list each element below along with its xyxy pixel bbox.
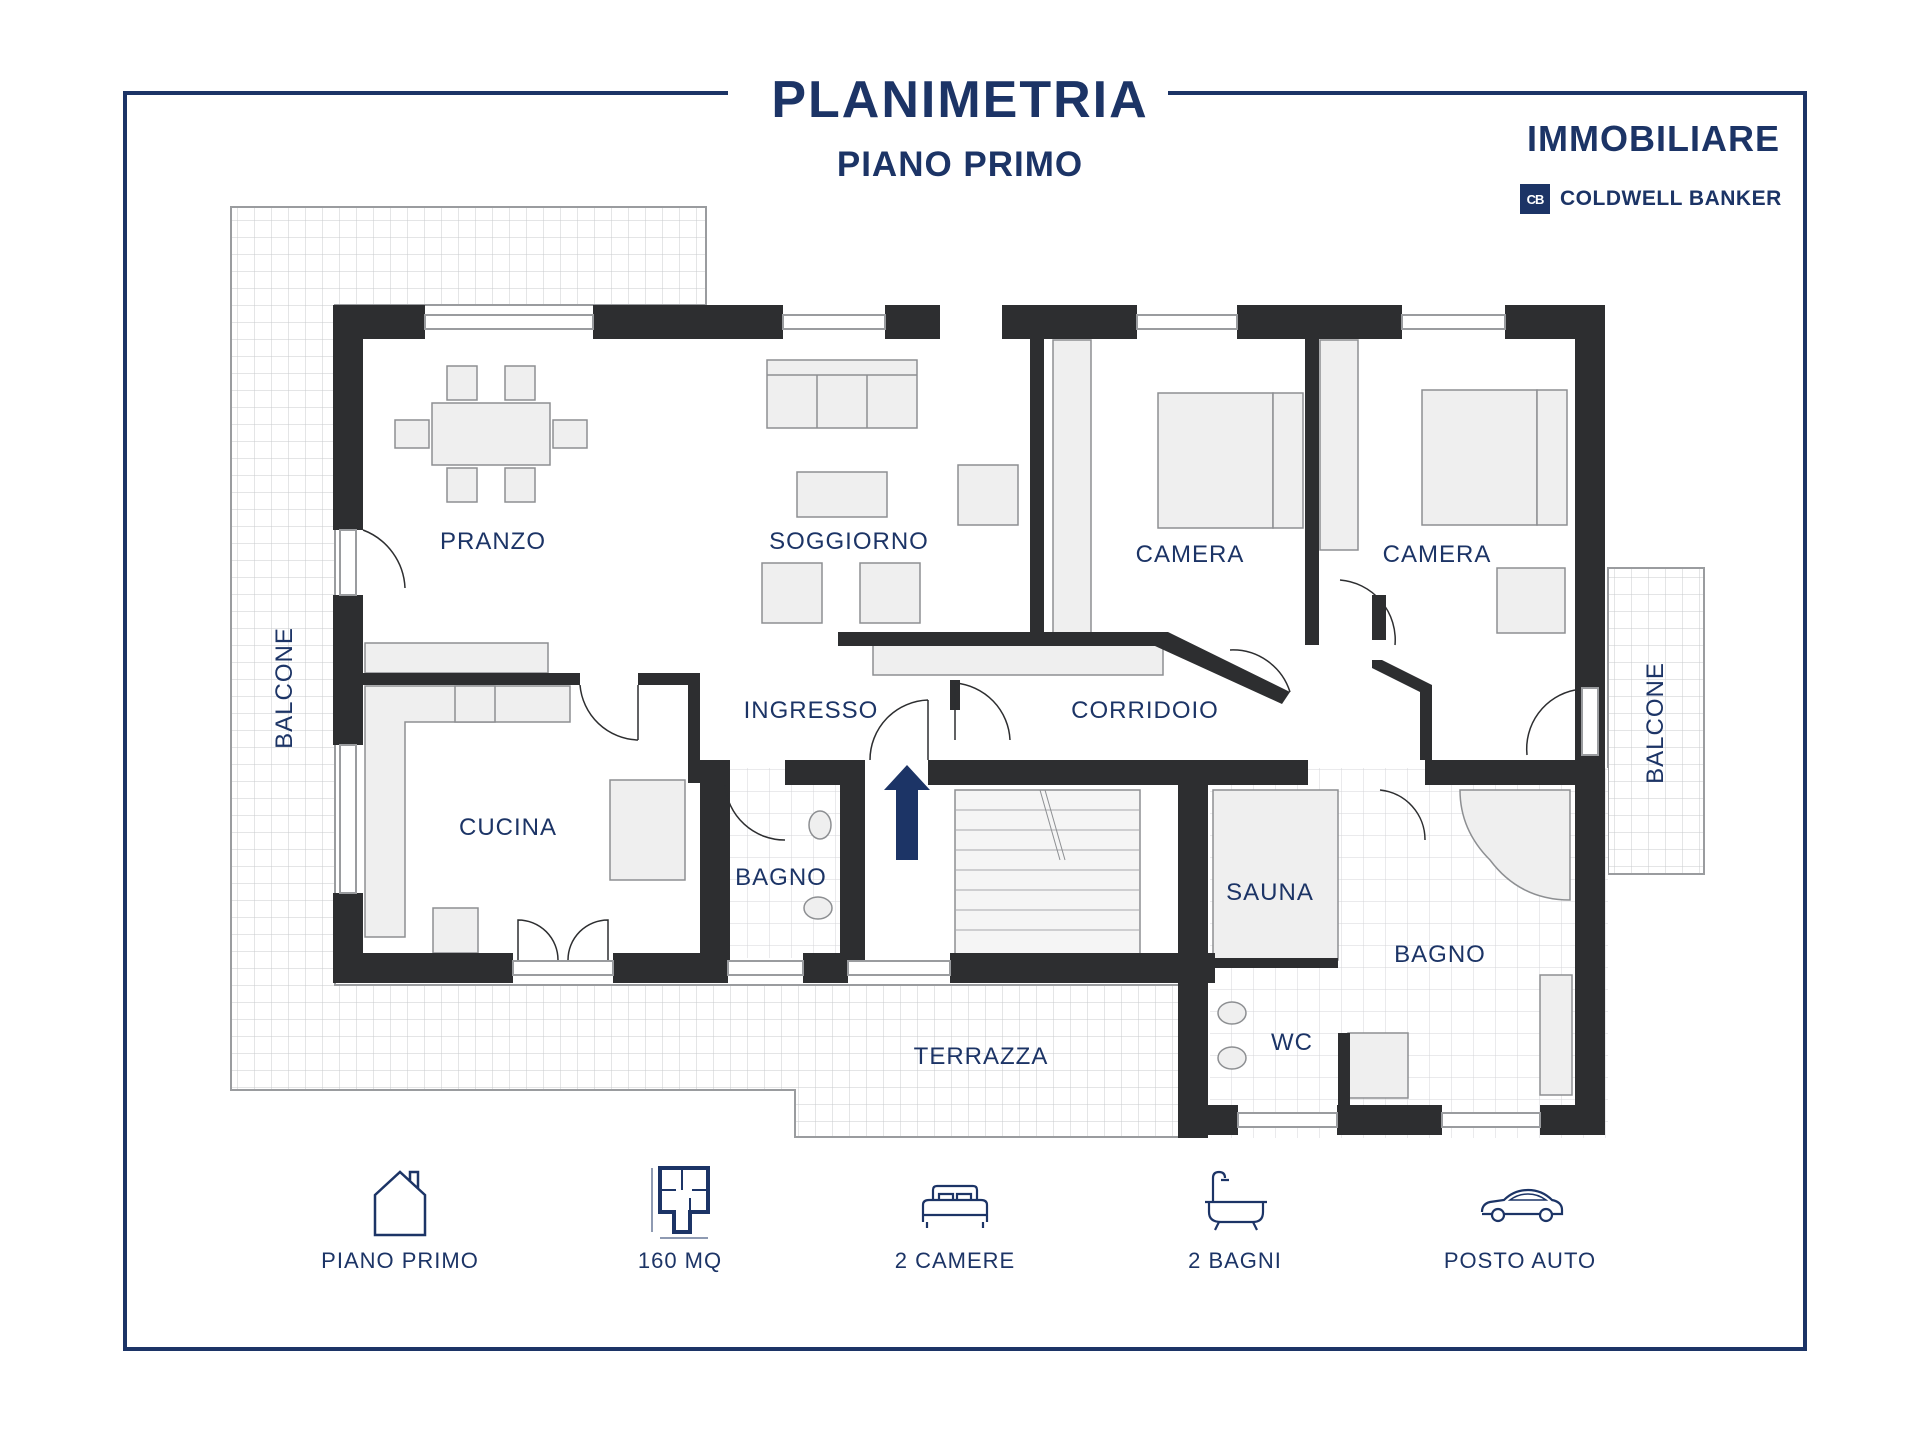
door-swings [362,529,1576,961]
double-vanity [1539,974,1573,1096]
sink [454,685,496,723]
windows [339,314,1599,1128]
armchair [957,464,1019,526]
kitchen-counter [364,685,571,938]
label-bagno-2: BAGNO [1394,941,1486,968]
entrance-arrow-icon [884,765,930,860]
bathtub-icon [1205,1170,1267,1231]
label-balcone-right: BALCONE [1642,662,1669,784]
furniture [364,339,1573,1099]
feature-bedrooms: 2 CAMERE [845,1160,1065,1310]
coldwell-banker-logo-icon: CB [1520,184,1550,214]
armchair [859,562,921,624]
features-row: PIANO PRIMO 160 MQ 2 CAMERE 2 BAGNI [270,1160,1650,1310]
dining-chair [446,467,478,503]
armchair [761,562,823,624]
small-bathroom-tiles [723,768,843,958]
title-gap [728,80,1168,110]
bed-icon [921,1184,989,1228]
cooktop [432,907,479,954]
double-bed [1421,389,1538,526]
coffee-table [796,471,888,518]
terrace-area [230,206,1705,1138]
washbasin [808,810,832,840]
feature-parking: POSTO AUTO [1410,1160,1630,1310]
floorplan-icon [651,1166,710,1239]
sofa [766,359,918,429]
corner-bathtub [1459,789,1571,901]
label-soggiorno: SOGGIORNO [769,528,929,555]
feature-label: 2 BAGNI [1188,1248,1282,1273]
headboard [1272,392,1304,529]
label-balcone-left: BALCONE [271,627,298,749]
page-title: PLANIMETRIA [771,71,1149,129]
headboard [1536,389,1568,526]
brand-name: COLDWELL BANKER [1560,187,1782,210]
feature-label: POSTO AUTO [1443,1248,1597,1273]
armchair [1496,567,1566,634]
house-icon [373,1170,427,1237]
walls [333,305,1605,1138]
label-camera-2: CAMERA [1383,541,1492,568]
label-camera-1: CAMERA [1136,541,1245,568]
feature-label: PIANO PRIMO [321,1248,479,1273]
label-cucina: CUCINA [459,814,557,841]
label-ingresso: INGRESSO [744,697,879,724]
dining-chair [394,419,430,449]
feature-size: 160 MQ [570,1160,790,1310]
page-subtitle: PIANO PRIMO [836,145,1084,184]
label-wc: WC [1271,1029,1313,1056]
label-pranzo: PRANZO [440,528,546,555]
bidet [1217,1046,1247,1070]
feature-bathrooms: 2 BAGNI [1125,1160,1345,1310]
toilet [803,896,833,920]
dining-chair [504,365,536,401]
feature-floor: PIANO PRIMO [290,1160,510,1310]
dining-chair [504,467,536,503]
label-bagno-1: BAGNO [735,864,827,891]
sideboard [364,642,549,674]
hall-cabinet [872,644,1164,676]
feature-label: 160 MQ [637,1248,723,1273]
balcony-right-area [1607,567,1705,875]
shower [1347,1032,1409,1099]
sauna-room [1212,789,1339,961]
wardrobe [1319,339,1359,551]
label-corridoio: CORRIDOIO [1071,697,1219,724]
dining-chair [552,419,588,449]
stair-treads [955,789,1140,931]
label-sauna: SAUNA [1226,879,1314,906]
feature-label: 2 CAMERE [894,1248,1016,1273]
agency-name: IMMOBILIARE [1527,118,1780,159]
kitchen-table [609,779,686,881]
car-icon [1480,1188,1564,1223]
brand-logo: CB COLDWELL BANKER [1520,182,1782,216]
toilet [1217,1001,1247,1025]
label-terrazza: TERRAZZA [914,1043,1049,1070]
dining-chair [446,365,478,401]
double-bed [1157,392,1274,529]
wardrobe [1052,339,1092,634]
dining-table [431,402,551,466]
